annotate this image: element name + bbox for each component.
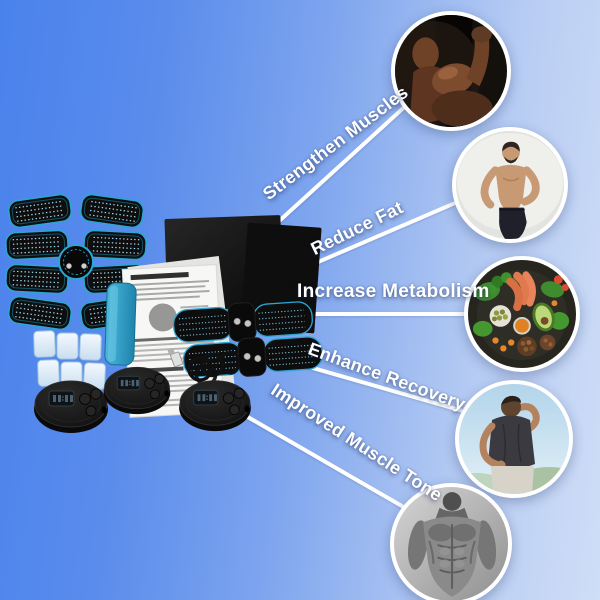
healthy-food-platter-photo <box>468 260 576 368</box>
benefit-circle-reduce-fat <box>452 127 568 243</box>
product-cluster <box>4 192 325 434</box>
benefit-circle-strengthen-muscles <box>391 11 511 131</box>
benefit-circle-increase-metabolism <box>464 256 580 372</box>
blue-accessory-strip <box>104 282 137 366</box>
benefit-circle-improved-muscle-tone <box>390 483 512 600</box>
flexing-bicep-photo <box>395 15 507 127</box>
arm-stimulator-pads <box>171 297 325 382</box>
benefit-circle-enhance-recovery <box>455 380 573 498</box>
fit-man-standing-photo <box>456 131 564 239</box>
man-holding-back-photo <box>459 384 569 494</box>
connector-line-increase-metabolism <box>283 312 468 316</box>
ems-abs-stimulator-pad <box>4 192 148 332</box>
benefit-label-increase-metabolism: Increase Metabolism <box>297 281 490 302</box>
replacement-gel-pads <box>33 330 106 390</box>
muscular-torso-photo <box>394 487 508 600</box>
